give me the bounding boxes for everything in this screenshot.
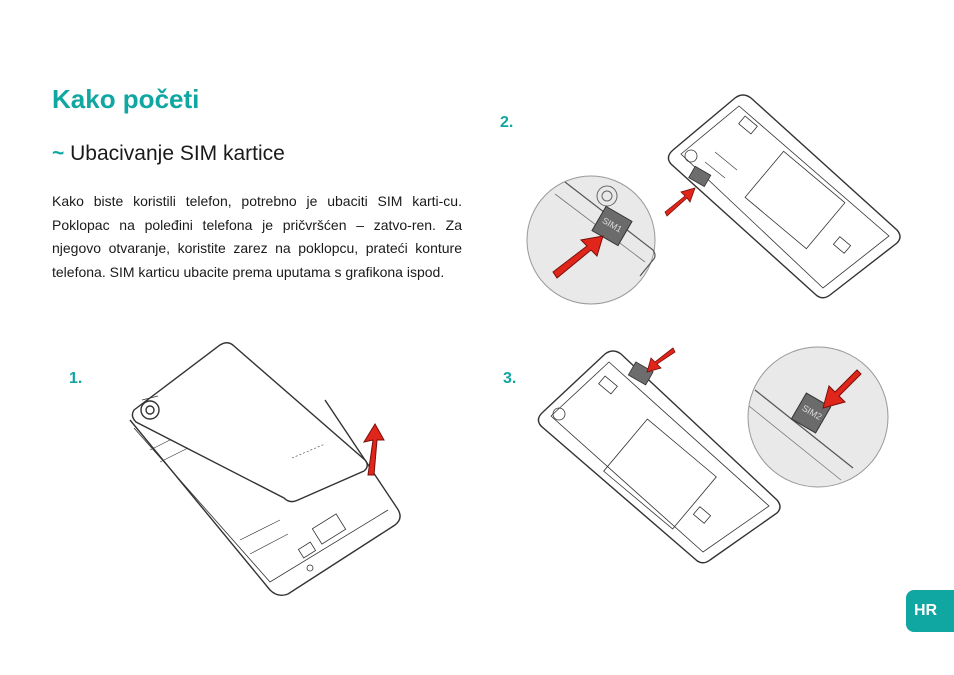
lift-arrow-icon — [362, 423, 385, 476]
step-2-illustration: SIM1 — [526, 94, 901, 305]
step-3-number: 3. — [503, 370, 517, 387]
language-tab: HR — [906, 590, 954, 632]
subtitle-text: Ubacivanje SIM kartice — [70, 142, 285, 165]
language-tab-label: HR — [914, 602, 938, 619]
insert-arrow-icon — [822, 369, 862, 409]
step-3-illustration: SIM2 — [537, 346, 889, 564]
page-title: Kako početi — [52, 84, 200, 114]
step-2-number: 2. — [500, 114, 514, 131]
instructions-paragraph: Kako biste koristili telefon, potrebno j… — [52, 193, 462, 280]
insert-arrow-icon — [552, 235, 604, 279]
section-subtitle: ~ Ubacivanje SIM kartice — [52, 142, 285, 166]
step-1-number: 1. — [69, 370, 83, 387]
step-1-illustration — [129, 342, 401, 597]
subtitle-tilde: ~ — [52, 142, 65, 165]
